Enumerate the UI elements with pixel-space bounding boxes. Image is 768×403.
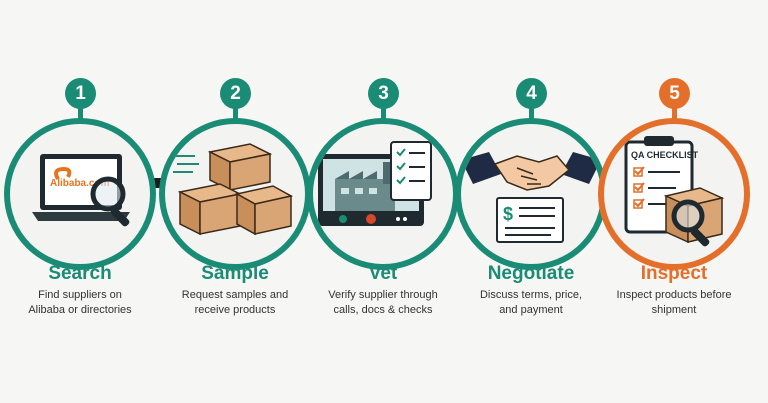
alibaba-logo-text: Alibaba.com [50,178,110,189]
desc-line: Request samples and [181,289,289,301]
step-description: Verify supplier through calls, docs & ch… [306,288,460,318]
step-number-badge: 2 [220,78,251,109]
step-number-badge: 5 [659,78,690,109]
step-title: Negotiate [487,263,575,284]
step-description: Inspect products before shipment [597,288,751,318]
step-description: Request samples and receive products [158,288,312,318]
qa-checklist-label: QA CHECKLIST [631,150,699,160]
badge-stem [381,108,386,119]
handshake-contract-icon: $ [461,152,601,243]
badge-stem [529,108,534,119]
desc-line: Verify supplier through [328,289,438,301]
step-description: Find suppliers on Alibaba or directories [3,288,157,318]
step-icon-circle: Alibaba.com [4,118,156,270]
desc-line: shipment [651,304,697,316]
desc-line: Inspect products before [616,289,732,301]
desc-line: Alibaba or directories [28,304,132,316]
step-number-badge: 4 [516,78,547,109]
desc-line: calls, docs & checks [333,304,433,316]
step-vet: 3 Vet Verify supplier through calls [306,78,460,338]
laptop-magnifier-icon: Alibaba.com [32,154,130,227]
step-search: 1 Alibaba.com Search Find suppliers on A… [3,78,157,338]
badge-stem [672,108,677,119]
step-title: Search [48,263,112,284]
step-inspect: 5 QA CHECKLIST Inspect Inspect products … [597,78,751,338]
desc-line: Discuss terms, price, [479,289,583,301]
badge-stem [233,108,238,119]
dollar-sign: $ [503,204,513,224]
step-icon-circle: QA CHECKLIST [598,118,750,270]
step-number-badge: 3 [368,78,399,109]
desc-line: and payment [499,304,563,316]
desc-line: Find suppliers on [38,289,122,301]
qa-checklist-icon: QA CHECKLIST [624,136,725,247]
boxes-icon [173,143,294,236]
step-sample: 2 Sample Request samples and receive pro… [158,78,312,338]
step-icon-circle: $ [455,118,607,270]
badge-stem [78,108,83,119]
step-description: Discuss terms, price, and payment [454,288,608,318]
step-negotiate: 4 $ Negotiate Discuss terms, price, and … [454,78,608,338]
step-number-badge: 1 [65,78,96,109]
desc-line: receive products [194,304,276,316]
step-icon-circle [159,118,311,270]
step-icon-circle [307,118,459,270]
step-title: Vet [368,263,398,284]
step-title: Inspect [640,263,708,284]
step-title: Sample [201,263,269,284]
video-call-factory-icon [318,141,432,226]
